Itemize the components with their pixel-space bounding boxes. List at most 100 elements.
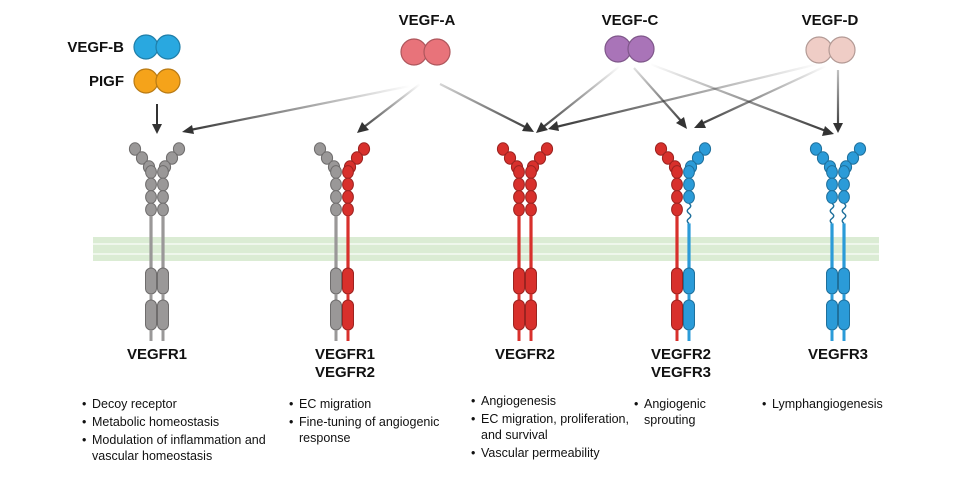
ig-domain	[683, 165, 695, 179]
arrowhead-vegfa-vegfr1r2	[357, 122, 369, 133]
kinase-domain	[671, 299, 683, 331]
function-list-vegfr1-vegfr2: EC migration Fine-tuning of angiogenic r…	[289, 396, 449, 448]
pigf-label: PIGF	[89, 73, 124, 90]
ig-domain	[671, 202, 683, 217]
receptor-label-vegfr2-vegfr3: VEGFR2 VEGFR3	[636, 346, 726, 382]
ig-domain	[330, 190, 342, 204]
pigf-dimer-right	[155, 68, 181, 94]
kinase-domain	[157, 299, 169, 331]
receptor-label-line: VEGFR2	[650, 346, 711, 363]
ig-domain	[853, 142, 867, 156]
ig-domain	[513, 165, 525, 179]
ig-domain	[157, 177, 169, 192]
ig-domain	[145, 202, 157, 217]
membrane-band	[93, 237, 879, 261]
ig-domain	[145, 190, 157, 204]
function-item: Angiogenic sprouting	[634, 396, 732, 428]
receptor-label-vegfr2: VEGFR2	[480, 346, 570, 364]
ig-domain	[826, 190, 838, 204]
arrowhead-vegfc-vegfr2	[536, 122, 548, 133]
function-item: Decoy receptor	[82, 396, 272, 412]
ig-domain	[671, 177, 683, 192]
arrow-vegfd-to-vegfr2	[555, 62, 819, 129]
ig-domain	[525, 165, 537, 179]
receptor-label-line: VEGFR2	[314, 364, 375, 381]
ig-domain	[683, 177, 695, 192]
ligand-vegfb: VEGF-B	[67, 34, 181, 60]
arrow-vegfa-to-vegfr2	[439, 83, 528, 129]
ig-domain	[816, 151, 830, 165]
ig-domain	[826, 177, 838, 192]
arrowhead-vegfd-vegfr3	[833, 123, 843, 133]
ig-domain	[683, 190, 695, 204]
ig-domain	[846, 151, 860, 165]
ig-domain	[525, 190, 537, 204]
vegfa-dimer-right	[423, 38, 451, 66]
ig-domain	[157, 202, 169, 217]
ig-domain	[342, 165, 354, 179]
receptor-label-line: VEGFR1	[126, 346, 187, 363]
ig-domain	[330, 202, 342, 217]
function-list-vegfr2: Angiogenesis EC migration, proliferation…	[471, 393, 631, 463]
kinase-domain	[513, 267, 525, 295]
kinase-domain	[145, 267, 157, 295]
ig-domain	[525, 177, 537, 192]
vegfd-dimer-left	[805, 36, 833, 64]
function-item: Modulation of inflammation and vascular …	[82, 432, 272, 464]
ig-domain	[513, 202, 525, 217]
function-item: Lymphangiogenesis	[762, 396, 912, 412]
function-item: Vascular permeability	[471, 445, 631, 461]
ig-domain	[128, 142, 142, 156]
kinase-domain	[671, 267, 683, 295]
arrowhead-vegfb-pigf	[152, 124, 162, 134]
arrowhead-vegfd-vegfr2	[548, 121, 559, 131]
hinge-linker	[829, 202, 835, 224]
kinase-domain	[330, 267, 342, 295]
ig-domain	[496, 142, 510, 156]
ligand-vegfa: VEGF-A	[399, 12, 456, 66]
ligand-pigf: PIGF	[89, 68, 181, 94]
function-item: EC migration, proliferation, and surviva…	[471, 411, 631, 443]
binding-arrows	[152, 62, 843, 136]
pigf-dimer-left	[133, 68, 159, 94]
ig-domain	[838, 177, 850, 192]
arrowhead-vegfa-vegfr2	[522, 122, 534, 132]
kinase-domain	[838, 267, 850, 295]
vegfb-label: VEGF-B	[67, 39, 124, 56]
cell-membrane	[93, 237, 879, 261]
vegfd-label: VEGF-D	[802, 12, 859, 29]
hinge-linker	[841, 202, 847, 224]
vegfc-dimer-left	[604, 35, 632, 63]
arrowhead-vegfc-vegfr2r3	[676, 117, 687, 129]
ig-domain	[313, 142, 327, 156]
ig-domain	[342, 177, 354, 192]
ig-domain	[838, 165, 850, 179]
ig-domain	[320, 151, 334, 165]
kinase-domain	[145, 299, 157, 331]
receptor-label-line: VEGFR3	[807, 346, 868, 363]
function-list-vegfr2-vegfr3: Angiogenic sprouting	[634, 396, 732, 430]
ig-domain	[342, 202, 354, 217]
ig-domain	[654, 142, 668, 156]
kinase-domain	[513, 299, 525, 331]
vegfa-label: VEGF-A	[399, 12, 456, 29]
receptors-group	[128, 142, 867, 341]
arrowhead-vegfc-vegfr3	[822, 126, 834, 136]
vegfb-dimer-left	[133, 34, 159, 60]
function-item: EC migration	[289, 396, 449, 412]
ig-domain	[533, 151, 547, 165]
kinase-domain	[342, 299, 354, 331]
ig-domain	[540, 142, 554, 156]
function-list-vegfr3: Lymphangiogenesis	[762, 396, 912, 414]
hinge-linker	[686, 202, 692, 224]
kinase-domain	[826, 299, 838, 331]
arrowhead-vegfd-vegfr2r3	[694, 119, 706, 128]
ig-domain	[157, 165, 169, 179]
vegfc-label: VEGF-C	[602, 12, 659, 29]
ig-domain	[525, 202, 537, 217]
arrow-vegfa-to-vegfr1	[189, 84, 411, 132]
vegfb-dimer-right	[155, 34, 181, 60]
function-item: Fine-tuning of angiogenic response	[289, 414, 449, 446]
receptor-label-line: VEGFR3	[650, 364, 711, 381]
